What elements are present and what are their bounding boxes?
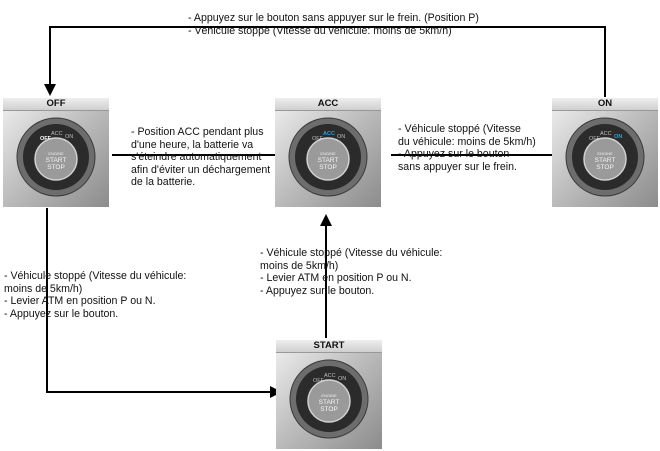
state-card-acc: ACC OFF ACC ON ENGINE START STOP: [275, 98, 381, 207]
state-card-start: START OFF ACC ON ENGINE START STOP: [276, 340, 382, 449]
note-start-to-acc: - Véhicule stoppé (Vitesse du véhicule: …: [260, 247, 443, 297]
ring-label-off: OFF: [312, 136, 324, 142]
ring-label-acc: ACC: [51, 131, 63, 137]
note-acc-to-off: - Position ACC pendant plus d'une heure,…: [131, 126, 271, 189]
button-text-engine: ENGINE: [320, 151, 336, 156]
state-card-on: ON OFF ACC ON ENGINE START STOP: [552, 98, 658, 207]
engine-start-knob-off: OFF ACC ON ENGINE START STOP: [16, 117, 96, 197]
button-text-engine: ENGINE: [597, 151, 613, 156]
ring-label-off: OFF: [40, 136, 52, 142]
button-text-start: START: [318, 157, 339, 164]
state-title-on: ON: [552, 98, 658, 111]
ring-label-acc: ACC: [323, 131, 335, 137]
engine-start-knob-start: OFF ACC ON ENGINE START STOP: [289, 359, 369, 439]
state-title-off: OFF: [3, 98, 109, 111]
ring-label-off: OFF: [589, 136, 601, 142]
button-text-start: START: [595, 157, 616, 164]
ring-label-acc: ACC: [600, 131, 612, 137]
ring-label-off: OFF: [313, 378, 325, 384]
button-text-stop: STOP: [319, 164, 337, 171]
arrow-off-to-start: [46, 208, 282, 398]
ring-label-on: ON: [614, 134, 622, 140]
note-off-to-start: - Véhicule stoppé (Vitesse du véhicule: …: [4, 270, 187, 320]
engine-start-knob-on: OFF ACC ON ENGINE START STOP: [565, 117, 645, 197]
ring-label-on: ON: [338, 376, 346, 382]
button-text-engine: ENGINE: [321, 393, 337, 398]
note-on-to-acc: - Véhicule stoppé (Vitesse du véhicule: …: [398, 123, 536, 173]
ring-label-on: ON: [337, 134, 345, 140]
button-text-start: START: [46, 157, 67, 164]
note-on-to-off: - Appuyez sur le bouton sans appuyer sur…: [188, 12, 479, 37]
button-text-stop: STOP: [596, 164, 614, 171]
button-text-stop: STOP: [47, 164, 65, 171]
arrow-on-to-off: [44, 26, 606, 97]
state-title-start: START: [276, 340, 382, 353]
ring-label-acc: ACC: [324, 373, 336, 379]
button-text-start: START: [319, 399, 340, 406]
ring-label-on: ON: [65, 134, 73, 140]
state-title-acc: ACC: [275, 98, 381, 111]
engine-start-knob-acc: OFF ACC ON ENGINE START STOP: [288, 117, 368, 197]
button-text-engine: ENGINE: [48, 151, 64, 156]
button-text-stop: STOP: [320, 406, 338, 413]
state-card-off: OFF OFF ACC ON ENGINE START STOP: [3, 98, 109, 207]
